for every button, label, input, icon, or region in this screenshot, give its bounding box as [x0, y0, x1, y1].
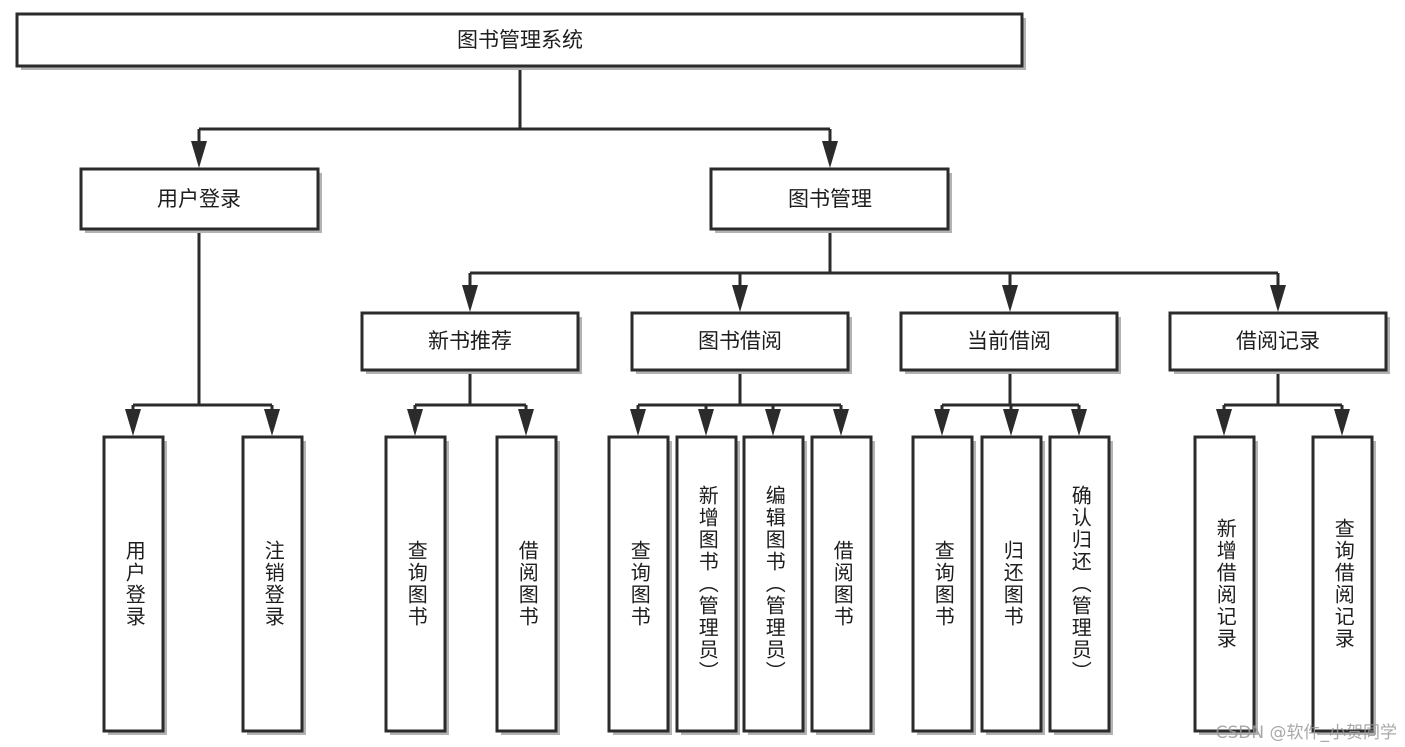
- node-new-book-recommend[interactable]: 新书推荐: [360, 311, 582, 374]
- arrow-head-currentborrow-leaf-3: [1071, 409, 1087, 436]
- arrow-head-borrow-record: [1270, 285, 1286, 312]
- current-borrow-box: [899, 311, 1119, 372]
- book-management-label: 图书管理: [788, 187, 872, 211]
- arrow-head-borrowrecord-leaf-1: [1216, 409, 1232, 436]
- node-root[interactable]: 图书管理系统: [15, 12, 1026, 70]
- leaf-box-newbook-1[interactable]: [495, 435, 558, 733]
- user-login-label: 用户登录: [157, 187, 241, 211]
- node-borrow-records[interactable]: 借阅记录: [1168, 311, 1390, 374]
- csdn-watermark: CSDN @软件_小贺同学: [1215, 723, 1397, 743]
- arrow-head-user-login: [191, 141, 207, 168]
- arrow-head-newbook-leaf-1: [407, 409, 423, 436]
- arrow-head-currentborrow-leaf-1: [934, 409, 950, 436]
- arrow-head-newbook-leaf-2: [518, 409, 534, 436]
- node-book-borrow[interactable]: 图书借阅: [630, 311, 852, 374]
- arrow-head-leaf-logout: [264, 409, 280, 436]
- leaf-box-newbook-0[interactable]: [384, 435, 447, 733]
- leaf-box-borrowrecord-0[interactable]: [1193, 435, 1256, 733]
- leaf-box-bookborrow-2[interactable]: [742, 435, 805, 733]
- user-login-box: [79, 167, 320, 231]
- new-book-recommend-box: [360, 311, 580, 372]
- arrow-head-bookborrow-leaf-1: [630, 409, 646, 436]
- arrow-head-current-borrow: [1002, 285, 1018, 312]
- leaf-box-bookborrow-3[interactable]: [810, 435, 873, 733]
- root-label: 图书管理系统: [457, 28, 583, 52]
- node-current-borrow[interactable]: 当前借阅: [899, 311, 1121, 374]
- borrow-records-label: 借阅记录: [1236, 329, 1320, 353]
- book-borrow-label: 图书借阅: [698, 329, 782, 353]
- arrow-head-book-manage: [822, 141, 838, 168]
- arrow-head-bookborrow-leaf-3: [765, 409, 781, 436]
- leaf-box-layer: [102, 435, 1376, 735]
- leaf-box-currentborrow-2[interactable]: [1048, 435, 1111, 733]
- arrow-head-bookborrow-leaf-2: [698, 409, 714, 436]
- node-user-login[interactable]: 用户登录: [79, 167, 322, 233]
- root-box: [15, 12, 1024, 68]
- leaf-box-bookborrow-1[interactable]: [675, 435, 738, 733]
- leaf-box-currentborrow-1[interactable]: [980, 435, 1043, 733]
- arrow-head-bookborrow-leaf-4: [833, 409, 849, 436]
- connector-layer: [125, 68, 1350, 436]
- arrow-head-borrowrecord-leaf-2: [1334, 409, 1350, 436]
- leaf-box-bookborrow-0[interactable]: [607, 435, 670, 733]
- node-book-management[interactable]: 图书管理: [709, 167, 952, 233]
- leaf-box-user-login-1[interactable]: [241, 435, 304, 733]
- arrow-head-currentborrow-leaf-2: [1003, 409, 1019, 436]
- leaf-box-borrowrecord-1[interactable]: [1311, 435, 1374, 733]
- leaf-box-user-login-0[interactable]: [102, 435, 165, 733]
- book-borrow-box: [630, 311, 850, 372]
- book-management-box: [709, 167, 950, 231]
- new-book-recommend-label: 新书推荐: [428, 329, 512, 353]
- arrow-head-book-borrow: [732, 285, 748, 312]
- current-borrow-label: 当前借阅: [967, 329, 1051, 353]
- leaf-box-currentborrow-0[interactable]: [911, 435, 974, 733]
- borrow-records-box: [1168, 311, 1388, 372]
- arrow-head-leaf-user-login: [125, 409, 141, 436]
- arrow-head-new-book: [462, 285, 478, 312]
